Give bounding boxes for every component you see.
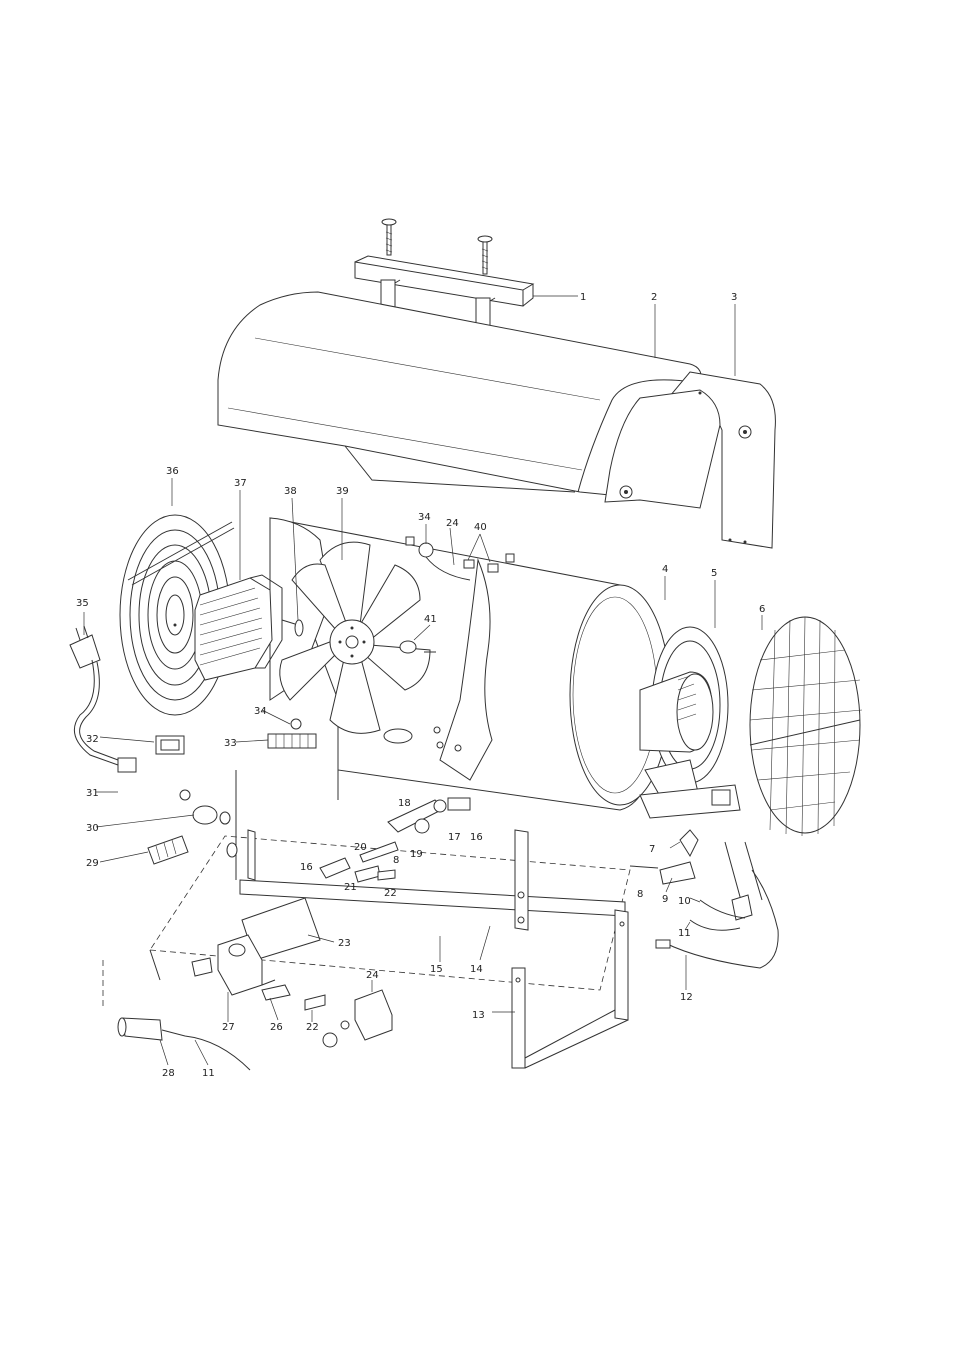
cable-gland	[179, 789, 238, 858]
callout-28: 28	[162, 1068, 175, 1079]
fuel-nozzle-connector	[147, 835, 189, 865]
callout-14: 14	[470, 964, 483, 975]
rear-cover	[604, 371, 776, 549]
upper-housing	[217, 291, 702, 499]
callout-30: 30	[86, 823, 99, 834]
pump-assembly	[261, 984, 393, 1048]
ignition-parts	[629, 829, 779, 969]
fan-motor	[194, 574, 304, 681]
callout-26: 26	[270, 1022, 283, 1033]
burner-head	[639, 626, 741, 819]
callout-37: 37	[234, 478, 247, 489]
power-switch	[155, 735, 185, 755]
callout-6: 6	[759, 604, 765, 615]
callout-8-right: 8	[637, 889, 643, 900]
support-stand	[511, 909, 629, 1069]
callout-27: 27	[222, 1022, 235, 1033]
callout-40: 40	[474, 522, 487, 533]
callout-39: 39	[336, 486, 349, 497]
callout-29: 29	[86, 858, 99, 869]
callout-20: 20	[354, 842, 367, 853]
callout-18: 18	[398, 798, 411, 809]
callout-32: 32	[86, 734, 99, 745]
callout-31: 31	[86, 788, 99, 799]
callout-16-left: 16	[300, 862, 313, 873]
front-guard-grill	[749, 616, 863, 837]
callout-24-top: 24	[446, 518, 459, 529]
callout-11-left: 11	[202, 1068, 215, 1079]
terminal-block	[267, 718, 317, 749]
callout-7: 7	[649, 844, 655, 855]
combustion-chamber	[269, 517, 671, 811]
callout-4: 4	[662, 564, 668, 575]
callout-22-bottom: 22	[306, 1022, 319, 1033]
callout-22-center: 22	[384, 888, 397, 899]
callout-24-bottom: 24	[366, 970, 379, 981]
callout-10: 10	[678, 896, 691, 907]
callout-34-left: 34	[254, 706, 267, 717]
callout-38: 38	[284, 486, 297, 497]
callout-41: 41	[424, 614, 437, 625]
callout-8-center: 8	[393, 855, 399, 866]
solenoid-valve	[191, 934, 276, 996]
callout-23: 23	[338, 938, 351, 949]
top-fittings	[399, 536, 515, 654]
callout-13: 13	[472, 1010, 485, 1021]
callout-36: 36	[166, 466, 179, 477]
callout-11-right: 11	[678, 928, 691, 939]
photocell	[102, 960, 251, 1071]
fan-blade	[279, 541, 431, 734]
callout-2: 2	[651, 292, 657, 303]
callout-17: 17	[448, 832, 461, 843]
callout-21: 21	[344, 882, 357, 893]
callout-35: 35	[76, 598, 89, 609]
leader-lines	[83, 295, 763, 1066]
fuel-fittings	[319, 797, 471, 883]
callout-33: 33	[224, 738, 237, 749]
callout-19: 19	[410, 849, 423, 860]
carry-handle	[354, 255, 535, 331]
callout-16-right: 16	[470, 832, 483, 843]
callout-15: 15	[430, 964, 443, 975]
callout-12: 12	[680, 992, 693, 1003]
callout-34-top: 34	[418, 512, 431, 523]
callout-3: 3	[731, 292, 737, 303]
power-cable-plug	[69, 625, 137, 773]
callout-labels: 1 2 3 4 5 6 7 8 8 9 10 11 11 12 13 14 15…	[76, 292, 765, 1079]
callout-5: 5	[711, 568, 717, 579]
callout-1: 1	[580, 292, 586, 303]
callout-9: 9	[662, 894, 668, 905]
